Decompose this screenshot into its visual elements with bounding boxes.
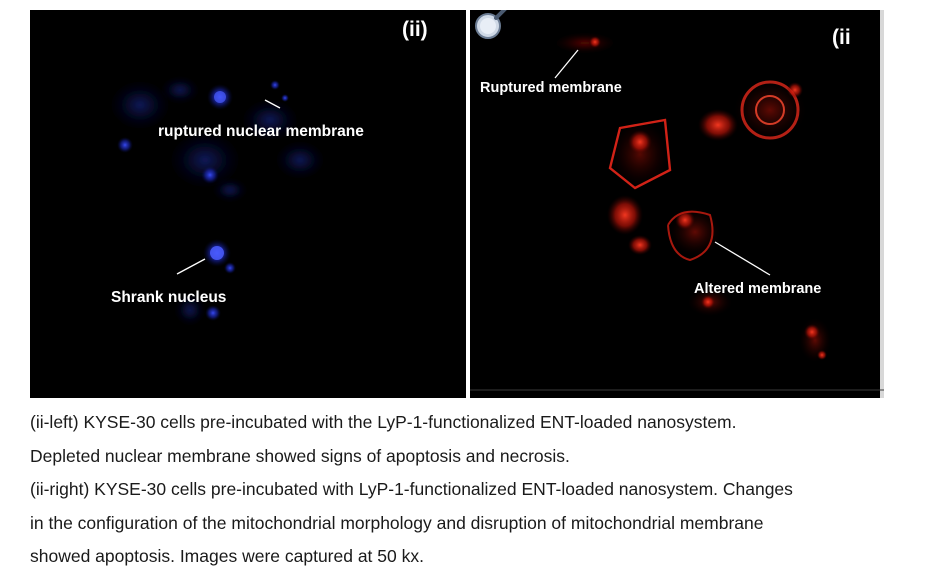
ruptured-nuclear-membrane-label: ruptured nuclear membrane [158,123,364,140]
caption-line-5: showed apoptosis. Images were captured a… [30,546,424,566]
panel-label-right: (ii [832,26,851,49]
caption-line-3: (ii-right) KYSE-30 cells pre-incubated w… [30,479,793,499]
magnifier-icon[interactable] [470,10,510,46]
ruptured-membrane-label: Ruptured membrane [480,80,622,96]
caption-line-2: Depleted nuclear membrane showed signs o… [30,445,570,466]
caption-line-1: (ii-left) KYSE-30 cells pre-incubated wi… [30,412,737,432]
nuclei-image [108,76,326,326]
blue-fluorescence-micrograph: (ii) ruptured nuclear membrane Shrank nu… [30,10,466,398]
panel-label-left: (ii) [402,18,428,41]
red-fluorescence-micrograph: (ii Ruptured membrane Altered membrane [470,10,884,398]
mitochondria-image [470,10,884,398]
shrank-nucleus-label: Shrank nucleus [111,289,227,306]
caption-line-4: in the configuration of the mitochondria… [30,512,764,533]
figure-caption: (ii-left) KYSE-30 cells pre-incubated wi… [30,406,925,574]
altered-membrane-label: Altered membrane [694,281,822,297]
